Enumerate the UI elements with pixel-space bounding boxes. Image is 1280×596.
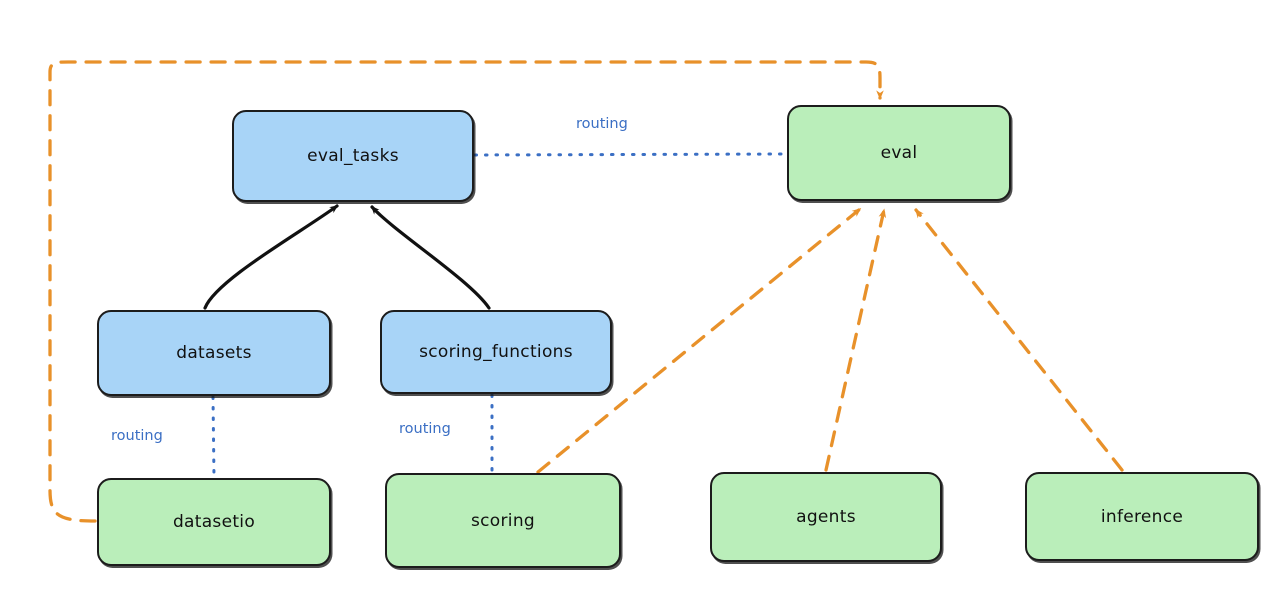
- routing-edge-datasets-to-datasetio: [211, 395, 216, 479]
- node-label-scoring: scoring: [471, 510, 535, 531]
- node-eval[interactable]: eval: [787, 105, 1011, 201]
- node-datasets[interactable]: datasets: [97, 310, 331, 396]
- edge-agents-to-eval: [824, 208, 887, 472]
- edge-label-routing-scoring-functions-scoring: routing: [399, 421, 451, 437]
- edge-label-routing-datasets-datasetio: routing: [111, 428, 163, 444]
- edge-scoring-functions-to-eval-tasks: [370, 205, 491, 310]
- node-label-agents: agents: [796, 507, 856, 527]
- node-label-eval: eval: [880, 143, 918, 163]
- node-label-inference: inference: [1100, 506, 1184, 527]
- node-datasetio[interactable]: datasetio: [97, 478, 331, 566]
- node-scoring[interactable]: scoring: [385, 473, 621, 568]
- edge-scoring-to-eval: [536, 207, 862, 474]
- routing-edge-eval-tasks-to-eval: [473, 152, 787, 157]
- node-agents[interactable]: agents: [710, 472, 942, 562]
- node-label-scoring-functions: scoring_functions: [419, 342, 573, 362]
- node-scoring-functions[interactable]: scoring_functions: [380, 310, 612, 394]
- node-label-eval-tasks: eval_tasks: [307, 146, 399, 166]
- edge-label-routing-eval-tasks-eval: routing: [576, 116, 628, 132]
- node-inference[interactable]: inference: [1025, 472, 1259, 561]
- edge-datasets-to-eval-tasks: [203, 204, 339, 310]
- edge-datasetio-to-eval: [48, 60, 884, 523]
- node-label-datasets: datasets: [176, 343, 252, 363]
- node-eval-tasks[interactable]: eval_tasks: [232, 110, 474, 202]
- node-label-datasetio: datasetio: [172, 512, 256, 532]
- edge-inference-to-eval: [914, 208, 1124, 472]
